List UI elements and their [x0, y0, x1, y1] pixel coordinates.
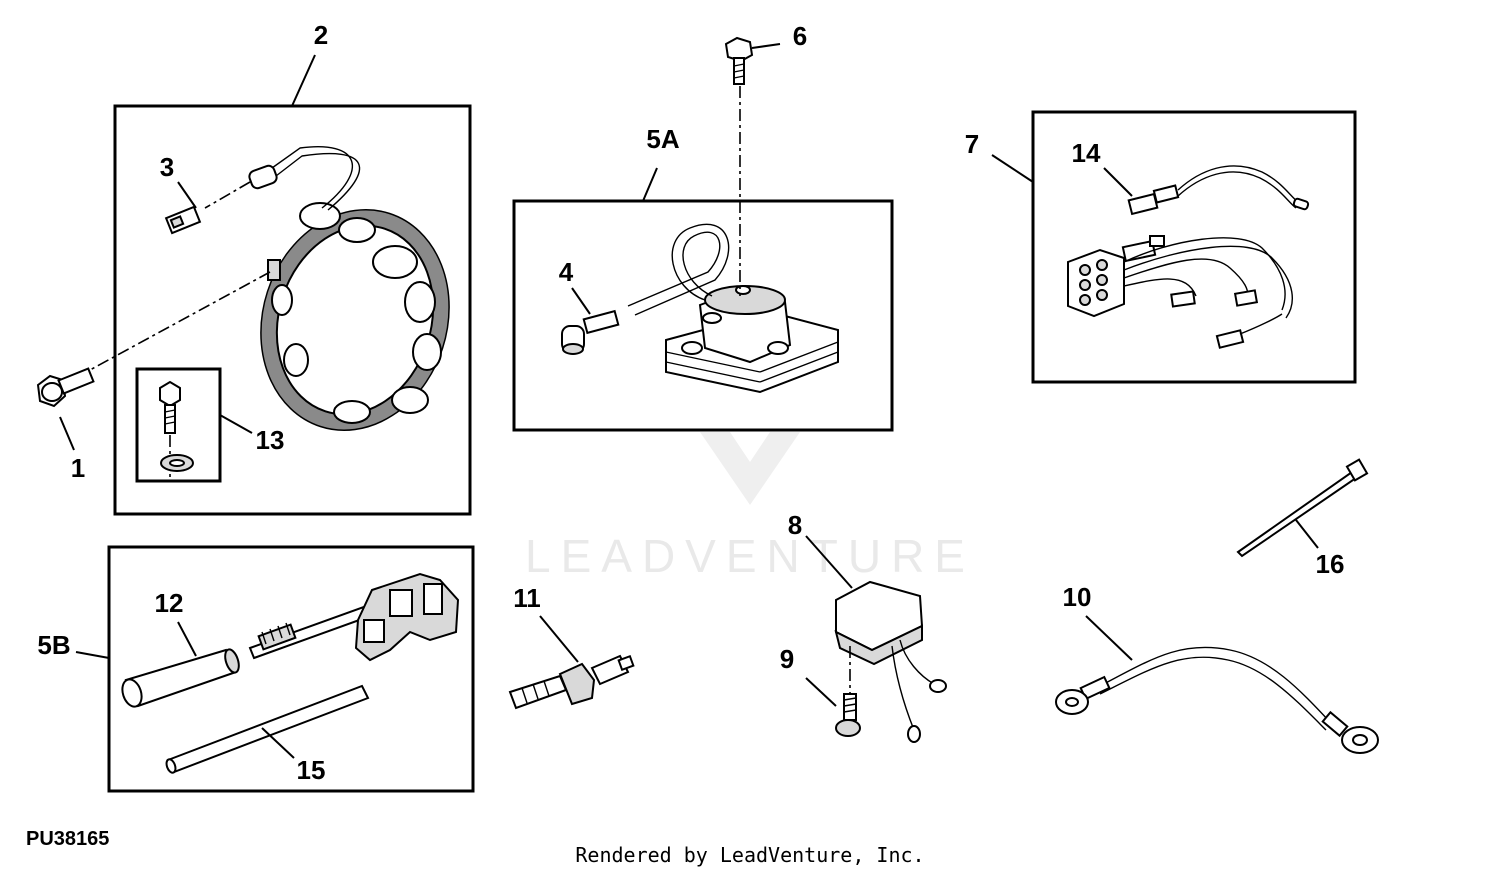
- screw-kit-box: [135, 367, 222, 483]
- harness-kit-box: [1031, 110, 1357, 384]
- wire-sleeve: [248, 164, 278, 190]
- callout-10[interactable]: 10: [1063, 582, 1092, 612]
- callout-6[interactable]: 6: [793, 21, 807, 51]
- ignition-coil[interactable]: [665, 285, 839, 394]
- ignition-module-group: 5A 4: [512, 124, 894, 432]
- tube-15[interactable]: [165, 684, 370, 774]
- watermark: LEADVENTURE: [525, 432, 975, 582]
- plug-lead-kit-box: [107, 545, 475, 793]
- stator-group: 2 3: [89, 20, 477, 516]
- callout-9[interactable]: 9: [780, 644, 794, 674]
- harness-main[interactable]: [1067, 235, 1293, 349]
- spark-plug-11[interactable]: [508, 654, 635, 710]
- callout-5b[interactable]: 5B: [37, 630, 70, 660]
- watermark-logo: [700, 432, 800, 505]
- callout-14[interactable]: 14: [1072, 138, 1101, 168]
- lead-14[interactable]: [1127, 165, 1310, 216]
- ignition-kit-box: [512, 199, 894, 432]
- document-code: PU38165: [26, 828, 110, 850]
- boot-12[interactable]: [119, 648, 241, 709]
- harness-group: 7 14: [965, 110, 1357, 384]
- callout-2[interactable]: 2: [314, 20, 328, 50]
- callout-16[interactable]: 16: [1316, 549, 1345, 579]
- render-credit: Rendered by LeadVenture, Inc.: [575, 843, 925, 867]
- stator-ring[interactable]: [233, 185, 477, 455]
- callout-3[interactable]: 3: [160, 152, 174, 182]
- plug-lead-group: 5B 12 15: [37, 545, 475, 793]
- screw-9[interactable]: [835, 693, 861, 737]
- callout-8[interactable]: 8: [788, 510, 802, 540]
- ground-strap-10[interactable]: [1055, 646, 1379, 754]
- bolt-6[interactable]: [724, 36, 754, 85]
- callout-12[interactable]: 12: [155, 588, 184, 618]
- watermark-text: LEADVENTURE: [525, 530, 975, 582]
- regulator-8[interactable]: [834, 580, 947, 743]
- connector-3[interactable]: [164, 205, 202, 235]
- bolt-1[interactable]: [36, 367, 95, 408]
- callout-13[interactable]: 13: [256, 425, 285, 455]
- callout-11[interactable]: 11: [513, 583, 541, 613]
- spark-plug-boot-4[interactable]: [561, 309, 620, 355]
- lead-assembly[interactable]: [248, 572, 460, 662]
- cable-tie-16[interactable]: [1236, 458, 1369, 558]
- screw-13[interactable]: [159, 380, 194, 478]
- callout-5a[interactable]: 5A: [646, 124, 679, 154]
- callout-1[interactable]: 1: [71, 453, 85, 483]
- callout-4[interactable]: 4: [559, 257, 574, 287]
- callout-7[interactable]: 7: [965, 129, 979, 159]
- callout-15[interactable]: 15: [297, 755, 326, 785]
